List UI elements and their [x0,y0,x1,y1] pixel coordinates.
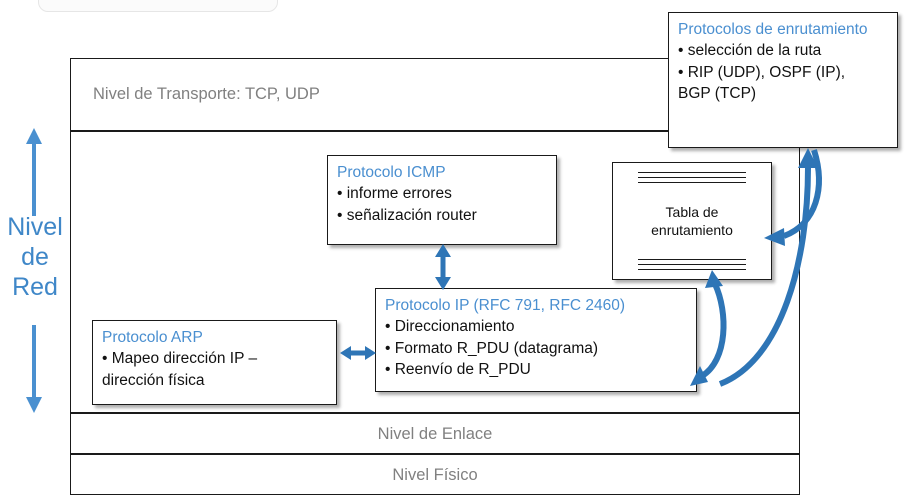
routing-table-rules-bottom [638,259,746,270]
routing-protocols-title: Protocolos de enrutamiento [678,21,868,38]
ip-bullet-3: • Reenvío de R_PDU [385,361,531,378]
rule-line [638,177,746,178]
rule-line [638,269,746,270]
slide-placeholder-shape [38,0,278,12]
icmp-ip-connector-arrow-icon [435,244,451,290]
routing-protocols-box[interactable]: Protocolos de enrutamiento • selección d… [668,12,898,148]
routing-protocols-continuation: BGP (TCP) [678,85,757,102]
transport-layer-label: Nivel de Transporte: TCP, UDP [93,85,320,103]
routing-table-line-2: enrutamiento [651,222,733,238]
routing-protocols-bullet-1: • selección de la ruta [678,42,822,59]
ip-bullet-1: • Direccionamiento [385,318,515,335]
icmp-protocol-box[interactable]: Protocolo ICMP • informe errores • señal… [327,155,557,245]
ip-routing-table-connector-arrow-icon [690,270,727,386]
ip-routing-protocols-connector-arrow-icon [718,148,818,387]
routing-table-label: Tabla de enrutamiento [651,203,733,239]
rule-line [638,259,746,260]
routing-protocols-bullet-2: • RIP (UDP), OSPF (IP), [678,63,846,81]
nivel-red-down-arrow-icon [26,325,42,413]
arp-title: Protocolo ARP [102,329,203,346]
routing-table-rules-top [638,172,746,183]
nivel-red-up-arrow-icon [26,128,42,216]
routing-table-line-1: Tabla de [665,204,719,220]
routing-protocols-table-connector-arrow-icon [764,149,822,246]
arp-ip-connector-arrow-icon [340,346,376,360]
routing-table-document[interactable]: Tabla de enrutamiento [612,162,772,280]
nivel-red-line-3: Red [12,273,58,301]
ip-title: Protocolo IP (RFC 791, RFC 2460) [385,297,626,314]
icmp-bullet-2: • señalización router [337,206,477,224]
icmp-title: Protocolo ICMP [337,164,446,181]
arp-bullet-1: • Mapeo dirección IP – [102,350,258,367]
physical-layer-label: Nivel Físico [392,466,478,484]
arp-protocol-box[interactable]: Protocolo ARP • Mapeo dirección IP – dir… [92,320,337,405]
nivel-red-line-2: de [21,243,49,271]
physical-layer-box: Nivel Físico [70,454,800,495]
arp-continuation: dirección física [102,371,205,389]
ip-bullet-2: • Formato R_PDU (datagrama) [385,339,599,357]
rule-line [638,172,746,173]
link-layer-label: Nivel de Enlace [377,425,493,443]
ip-protocol-box[interactable]: Protocolo IP (RFC 791, RFC 2460) • Direc… [375,288,697,392]
nivel-de-red-bracket: Nivel de Red [0,128,70,413]
nivel-de-red-label: Nivel de Red [0,212,70,302]
rule-line [638,264,746,265]
rule-line [638,182,746,183]
link-layer-box: Nivel de Enlace [70,413,800,454]
nivel-red-line-1: Nivel [7,213,63,241]
icmp-bullet-1: • informe errores [337,185,452,202]
